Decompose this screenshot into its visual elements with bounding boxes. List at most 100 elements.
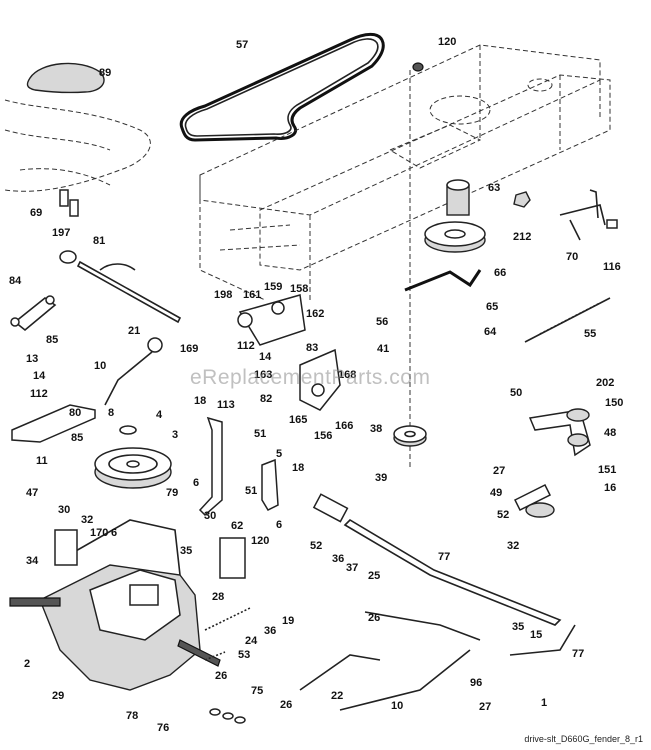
callout-30a: 32 [81, 514, 94, 526]
callout-6a: 6 [193, 477, 200, 489]
callout-49: 49 [490, 487, 503, 499]
callout-112a: 112 [237, 340, 255, 352]
callout-158: 158 [290, 283, 309, 295]
watermark: eReplacementParts.com [190, 366, 431, 389]
callout-170: 6 [111, 527, 118, 539]
callout-13: 13 [26, 353, 39, 365]
callout-18b: 18 [292, 462, 305, 474]
callout-1: 78 [126, 710, 139, 722]
callout-197: 197 [52, 227, 71, 239]
idler-linkage [237, 294, 341, 411]
callout-82: 82 [260, 393, 273, 405]
callout-202: 202 [596, 377, 615, 389]
callout-35b: 15 [530, 629, 543, 641]
callout-36b: 35 [512, 621, 525, 633]
callout-28: 26 [368, 612, 381, 624]
callout-34: 25 [368, 570, 381, 582]
callout-156: 156 [314, 430, 333, 442]
callout-27b: 1 [541, 697, 548, 709]
callout-84: 84 [9, 275, 22, 287]
callout-30b: 62 [231, 520, 244, 532]
callout-27a: 27 [493, 465, 506, 477]
callout-19: 36 [264, 625, 277, 637]
callout-85a: 85 [46, 334, 59, 346]
callout-14a: 14 [259, 351, 272, 363]
callout-116: 116 [603, 261, 621, 273]
callout-163: 163 [254, 369, 273, 381]
callout-83: 83 [306, 342, 319, 354]
callout-16: 47 [26, 487, 39, 499]
bracket-70 [559, 189, 606, 241]
callout-62: 52 [310, 540, 323, 552]
callout-75: 76 [157, 722, 170, 734]
rod-53 [509, 624, 576, 656]
callout-48: 48 [604, 427, 617, 439]
callout-5: 5 [276, 448, 283, 460]
callout-35a: 36 [332, 553, 345, 565]
callout-113: 113 [217, 399, 235, 411]
callout-66: 66 [494, 267, 507, 279]
callout-26b: 96 [470, 677, 483, 689]
lever-8 [104, 351, 153, 406]
callout-77a: 34 [26, 555, 39, 567]
tractor-frame [199, 44, 611, 301]
callout-212: 212 [513, 231, 532, 243]
callout-8: 8 [108, 407, 115, 419]
callout-3: 3 [172, 429, 179, 441]
callout-21: 21 [128, 325, 141, 337]
callout-112b: 112 [30, 388, 48, 400]
callout-64: 64 [484, 326, 497, 338]
callout-151: 151 [598, 464, 617, 476]
callout-150: 150 [605, 397, 624, 409]
callout-53: 77 [572, 648, 585, 660]
callout-10a: 10 [94, 360, 107, 372]
handle-62 [312, 493, 349, 523]
callout-29: 22 [331, 690, 344, 702]
callout-169: 169 [180, 343, 199, 355]
callout-51c: 16 [604, 482, 617, 494]
callout-165: 165 [289, 414, 308, 426]
callout-26a: 24 [245, 635, 258, 647]
transaxle [9, 519, 246, 691]
callout-81: 81 [93, 235, 106, 247]
callout-25: 28 [212, 591, 225, 603]
callout-159: 159 [264, 281, 283, 293]
engine-pulley [409, 62, 486, 470]
callout-39: 39 [375, 472, 388, 484]
rod-28 [364, 611, 481, 641]
callout-37: 77 [438, 551, 451, 563]
callout-52b: 120 [251, 535, 270, 547]
callout-50: 50 [510, 387, 523, 399]
callout-120: 120 [438, 36, 457, 48]
pulley-47 [525, 502, 555, 518]
bracket-5 [261, 458, 279, 511]
callout-51a: 51 [254, 428, 267, 440]
callout-161: 161 [243, 289, 262, 301]
callout-6b: 6 [276, 519, 283, 531]
callout-22: 10 [391, 700, 404, 712]
callout-166: 166 [335, 420, 354, 432]
diagram-reference: drive-slt_D660G_fender_8_r1 [524, 734, 643, 744]
callout-120b: 32 [507, 540, 520, 552]
callout-85b: 85 [71, 432, 84, 444]
callout-77b: 26 [215, 670, 228, 682]
spring-25 [204, 607, 251, 631]
callout-4: 4 [156, 409, 163, 421]
callout-32a: 30 [204, 510, 217, 522]
fender-seat [4, 62, 151, 192]
callout-162: 162 [306, 308, 325, 320]
callout-18a: 18 [194, 395, 207, 407]
callout-47: 52 [497, 509, 510, 521]
callout-36a: 37 [346, 562, 359, 574]
callout-24: 19 [282, 615, 295, 627]
callout-6c: 35 [180, 545, 193, 557]
callout-63: 63 [488, 182, 501, 194]
belt-guide-66 [404, 269, 482, 292]
callout-57: 57 [236, 39, 249, 51]
callout-32b: 170 [90, 527, 109, 539]
callout-2: 53 [238, 649, 251, 661]
bracket-113 [198, 416, 223, 517]
callout-76: 26 [280, 699, 293, 711]
callout-96: 29 [52, 690, 65, 702]
